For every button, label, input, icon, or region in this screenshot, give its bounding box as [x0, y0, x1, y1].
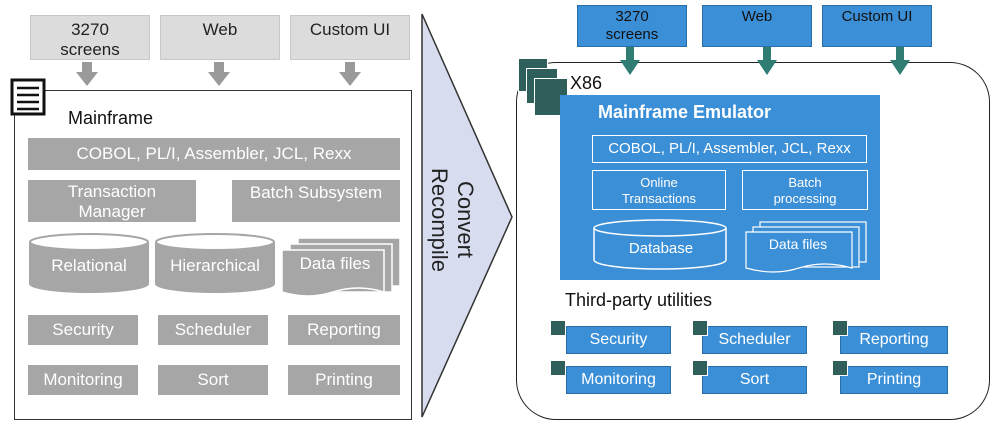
legacy-sort-box: Sort	[158, 365, 268, 395]
x86-security-box: Security	[566, 326, 671, 354]
emulator-title: Mainframe Emulator	[598, 102, 772, 122]
legacy-down-arrow	[208, 72, 230, 86]
x86-monitoring-box: Monitoring	[566, 366, 671, 394]
database-label: Database	[628, 240, 694, 257]
emulator-data-files-label: Data files	[768, 236, 828, 252]
batch-subsystem-box: Batch Subsystem	[232, 180, 400, 222]
legacy-down-arrow	[76, 72, 98, 86]
x86-printing-box: Printing	[840, 366, 948, 394]
legacy-web-box: Web	[160, 15, 280, 60]
online-transactions-box: Online Transactions	[592, 170, 726, 210]
legacy-down-arrow-stem	[345, 62, 355, 72]
legacy-down-arrow-stem	[214, 62, 224, 72]
emulator-languages-bar: COBOL, PL/I, Assembler, JCL, Rexx	[592, 135, 867, 163]
monitoring-teal-marker	[550, 360, 566, 376]
legacy-data-files-stack	[281, 237, 401, 297]
sort-teal-marker	[692, 360, 708, 376]
legacy-scheduler-box: Scheduler	[158, 315, 268, 345]
legacy-reporting-box: Reporting	[288, 315, 400, 345]
legacy-3270-screens-box: 3270 screens	[30, 15, 150, 60]
scheduler-teal-marker	[692, 320, 708, 336]
legacy-monitoring-box: Monitoring	[28, 365, 138, 395]
emulator-data-files-stack	[745, 221, 867, 273]
printing-teal-marker	[832, 360, 848, 376]
legacy-down-arrow-stem	[82, 62, 92, 72]
legacy-custom-ui-box: Custom UI	[290, 15, 410, 60]
x86-scheduler-box: Scheduler	[702, 326, 807, 354]
emulator-database-cylinder	[593, 219, 727, 270]
legacy-security-box: Security	[28, 315, 138, 345]
recompile-label: Recompile	[427, 168, 452, 272]
x86-down-arrow	[620, 47, 640, 75]
legacy-languages-bar: COBOL, PL/I, Assembler, JCL, Rexx	[28, 138, 400, 170]
mainframe-title: Mainframe	[68, 108, 154, 128]
x86-down-arrow	[890, 47, 910, 75]
convert-label: Convert	[453, 181, 478, 259]
x86-web-box: Web	[702, 5, 812, 47]
x86-down-arrow	[757, 47, 777, 75]
reporting-teal-marker	[832, 320, 848, 336]
legacy-data-files-label: Data files	[299, 254, 371, 273]
batch-processing-box: Batch processing	[742, 170, 868, 210]
hierarchical-db-cylinder	[155, 233, 275, 293]
x86-3270-screens-box: 3270 screens	[577, 5, 687, 47]
relational-db-cylinder	[29, 233, 149, 293]
transaction-manager-box: Transaction Manager	[28, 180, 196, 222]
relational-label: Relational	[51, 256, 127, 275]
x86-reporting-box: Reporting	[840, 326, 948, 354]
legacy-printing-box: Printing	[288, 365, 400, 395]
server-icon	[10, 78, 46, 116]
convert-recompile-arrow	[421, 13, 513, 418]
x86-sort-box: Sort	[702, 366, 807, 394]
hierarchical-label: Hierarchical	[170, 256, 260, 275]
security-teal-marker	[550, 320, 566, 336]
third-party-utilities-title: Third-party utilities	[565, 290, 713, 310]
x86-custom-ui-box: Custom UI	[822, 5, 932, 47]
legacy-down-arrow	[339, 72, 361, 86]
x86-label: X86	[570, 73, 603, 93]
